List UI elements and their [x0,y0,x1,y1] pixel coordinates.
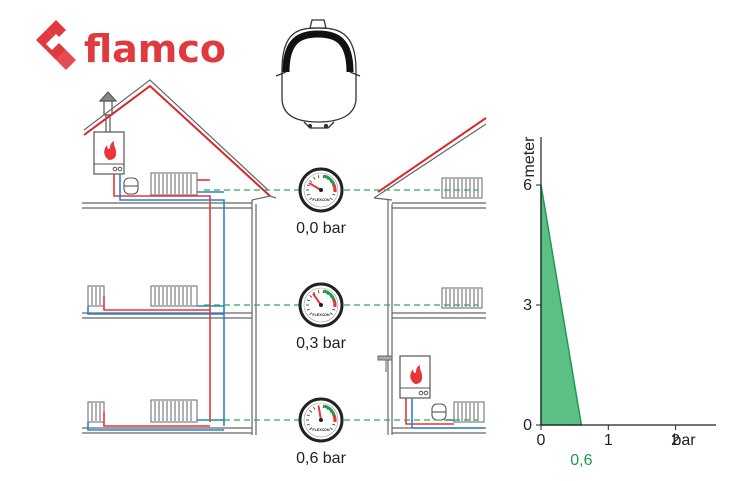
y-tick-label: 3 [523,297,532,314]
gauge-needle [308,182,322,191]
gauge-reading-label: 0,3 bar [296,335,346,352]
level-lines [204,189,478,421]
brand-name: flamco [84,27,226,71]
flamco-logo-mark-icon [36,20,76,70]
x-tick-label: 0 [537,432,546,449]
radiator-icon [150,172,198,196]
radiator-icon [87,285,105,307]
pressure-gauge-icon: FLEXCON [298,397,344,443]
gauge-needle [317,406,322,421]
x-tick-label: 2 [671,432,680,449]
gauge-reading-label: 0,0 bar [296,220,346,237]
pressure-area [540,184,583,426]
y-tick-label: 6 [523,177,532,194]
radiator-icon [150,285,198,307]
supply-pipe [103,174,211,427]
y-axis-label: meter [521,136,538,178]
right-house [373,117,487,435]
boiler-icon [399,355,431,399]
x-axis-label: bar [672,432,696,449]
right-roof [377,117,487,193]
radiator-icon [441,177,483,199]
return-pipe [87,174,225,431]
radiator-icon [453,401,485,423]
gauge-reading-label: 0,6 bar [296,450,346,467]
gauge-brand-label: FLEXCON [312,313,330,317]
pressure-annotation: 0,6 [570,452,592,469]
expansion-vessel-icon [275,19,361,129]
gauge-needle [312,292,322,306]
vessel-small-icon [431,403,447,421]
flamco-logo: flamco [36,20,226,71]
vessel-small-icon [123,177,139,195]
gauge-brand-label: FLEXCON [312,198,330,202]
gauge-brand-label: FLEXCON [312,428,330,432]
y-tick-label: 0 [523,417,532,434]
radiator-icon [150,399,198,423]
pressure-gauge-icon: FLEXCON [298,282,344,328]
boiler-icon [93,131,125,175]
flame-icon [104,141,117,160]
flame-icon [410,365,423,384]
x-tick-label: 1 [604,432,613,449]
left-house [82,79,277,435]
radiator-icon [87,401,105,423]
supply-pipe [405,398,454,425]
left-roof [83,84,271,197]
radiator-icon [441,287,483,309]
pressure-gauge-icon: FLEXCON [298,167,344,213]
